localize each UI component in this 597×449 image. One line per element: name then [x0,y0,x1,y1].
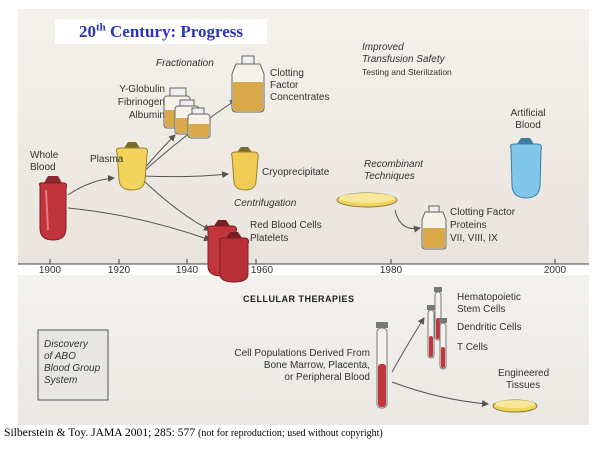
engineered-dish-icon [492,399,538,413]
citation-note: (not for reproduction; used without copy… [198,428,383,439]
cryoprecipitate-bag-icon [231,147,259,191]
engineered-label-2: Tissues [506,380,540,391]
whole-blood-label-2: Blood [30,162,56,173]
recombinant-dish-icon [336,192,398,208]
lower-panel [18,275,589,425]
red-cells-label: Red Blood Cells [250,220,322,231]
globulin-bottles-icon [163,87,211,139]
whole-blood-bag-icon [39,176,67,241]
abo-label-2: of ABO [44,351,76,362]
improved-label-1: Improved [362,42,404,53]
concentrates-bottle-icon [231,55,265,113]
stem-cells-label-2: Stem Cells [457,304,505,315]
upper-panel [18,9,589,264]
cryoprecipitate-label: Cryoprecipitate [262,167,330,178]
recombinant-label-1: Recombinant [364,159,424,170]
red-cells-bags-icon [207,220,249,283]
proteins-bottle-icon [421,205,447,250]
albumin-label: Albumin [129,110,165,121]
cell-tubes-icon [427,287,447,370]
title-number: 20 [78,22,96,41]
t-cells-label: T Cells [457,342,488,353]
title-sup: th [95,21,106,34]
proteins-label-3: VII, VIII, IX [450,233,498,244]
year-ticks [49,259,556,264]
lower-arrows [391,317,489,407]
whole-blood-label-1: Whole [30,150,59,161]
plasma-label: Plasma [90,154,124,165]
year-1940: 1940 [176,265,199,276]
clotting-label-3: Concentrates [270,92,329,103]
fibrinogen-label: Fibrinogen [118,97,165,108]
platelets-label: Platelets [250,233,288,244]
clotting-label-2: Factor [270,80,299,91]
cell-pop-label-2: Bone Marrow, Placenta, [264,360,370,371]
proteins-label-1: Clotting Factor [450,207,516,218]
centrifugation-label: Centrifugation [234,198,297,209]
artificial-blood-bag-icon [510,138,542,199]
abo-box [37,329,109,401]
cell-pop-label-1: Cell Populations Derived From [234,348,370,359]
dendritic-label: Dendritic Cells [457,322,521,333]
slide-title: 20th Century: Progress [55,19,267,44]
blood-tube-icon [376,322,388,409]
year-1960: 1960 [251,265,274,276]
engineered-label-1: Engineered [498,368,549,379]
artificial-label-2: Blood [515,120,541,131]
proteins-label-2: Proteins [450,220,487,231]
cellular-therapies-label: CELLULAR THERAPIES [243,294,355,304]
stem-cells-label-1: Hematopoietic [457,292,521,303]
citation-caption: Silberstein & Toy. JAMA 2001; 285: 577 (… [4,425,596,441]
citation-text: Silberstein & Toy. JAMA 2001; 285: 577 [4,426,199,439]
title-text: Century: Progress [105,22,244,41]
year-1900: 1900 [39,265,62,276]
abo-label-3: Blood Group [44,363,101,374]
year-1980: 1980 [380,265,403,276]
year-2000: 2000 [544,265,567,276]
clotting-label-1: Clotting [270,68,304,79]
abo-label-1: Discovery [44,339,89,350]
year-1920: 1920 [108,265,131,276]
plasma-bag-icon [116,142,148,191]
globulin-label: Y-Globulin [119,84,165,95]
artificial-label-1: Artificial [510,108,545,119]
testing-label: Testing and Sterilization [362,67,452,77]
cell-pop-label-3: or Peripheral Blood [284,372,370,383]
fractionation-label: Fractionation [156,58,214,69]
improved-label-2: Transfusion Safety [362,54,446,65]
recombinant-label-2: Techniques [364,171,415,182]
abo-label-4: System [44,375,77,386]
